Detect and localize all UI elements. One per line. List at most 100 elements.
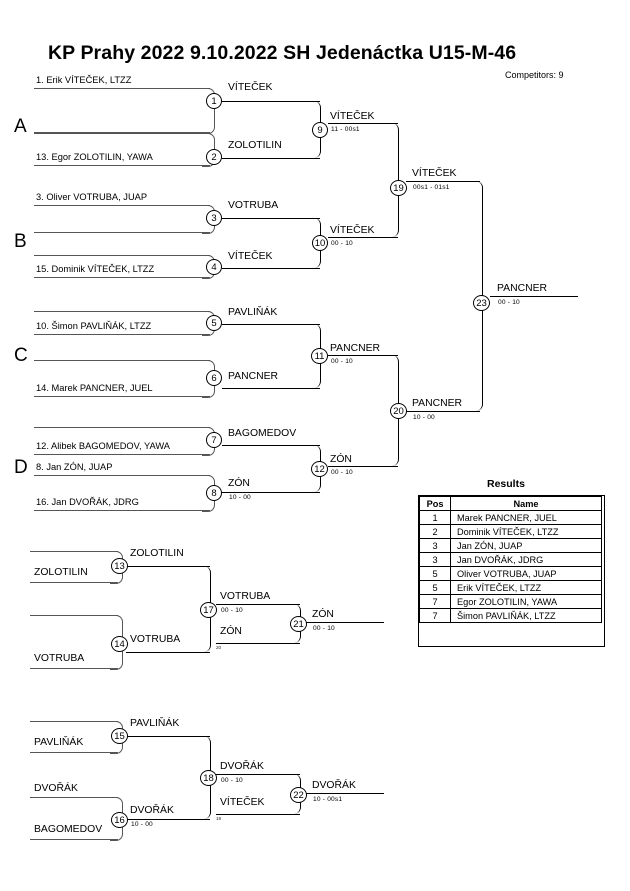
match-score: 10 - 00 [131,821,153,828]
winner-line [328,355,398,357]
entrant-underline [34,396,210,398]
match-winner: ZÓN [330,454,352,465]
results-title: Results [487,478,525,490]
column-header-name: Name [450,496,602,511]
match-number: 12 [311,461,328,477]
match-number: 18 [200,770,217,786]
match-score: 00 - 10 [331,469,353,476]
match-winner: BAGOMEDOV [228,428,297,439]
entrant-label: 13. Egor ZOLOTILIN, YAWA [36,152,153,162]
repechage-slot-line [30,582,118,584]
group-letter-b: B [14,231,27,252]
match-winner: ZOLOTILIN [228,140,282,151]
repechage-slot-line [30,668,118,670]
match-score: 10 - 00s1 [313,796,343,803]
result-name: Egor ZOLOTILIN, YAWA [450,594,602,609]
entrant-underline [34,510,210,512]
match-score: 00 - 10 [331,358,353,365]
match-winner: PAVLIŇÁK [228,307,278,318]
table-row: 3 Jan ZÓN, JUAP [418,538,602,553]
winner-line [216,774,300,776]
match-winner: ZÓN [228,478,250,489]
repechage-slot-line [30,752,118,754]
winner-line [328,237,398,239]
winner-line [126,736,210,738]
match-number: 6 [206,370,222,386]
match-number: 23 [473,295,490,311]
result-position: 5 [418,566,452,581]
repechage-dropin-source: 20 [216,645,222,650]
match-number: 22 [290,787,307,803]
entrant-underline [34,360,210,362]
repechage-slot-line [30,615,118,617]
match-score: 00 - 10 [331,240,353,247]
match-winner: VÍTEČEK [228,251,273,262]
match-number: 13 [111,558,128,574]
result-position: 3 [418,538,452,553]
dropin-line [216,643,300,645]
repechage-slot-line [30,839,118,841]
competitors-count: Competitors: 9 [505,70,564,80]
table-row: 1 Marek PANCNER, JUEL [418,510,602,525]
entrant-label: 1. Erik VÍTEČEK, LTZZ [36,75,132,85]
group-letter-a: A [14,116,27,137]
entrant-label: 16. Jan DVOŘÁK, JDRG [36,497,139,507]
match-winner: PANCNER [497,283,548,294]
table-header-row: Pos Name [418,496,602,511]
match-winner: DVOŘÁK [220,761,264,772]
match-winner: DVOŘÁK [312,780,356,791]
winner-line [306,793,384,795]
winner-line [126,819,210,821]
match-winner: PAVLIŇÁK [130,718,180,729]
group-letter-d: D [14,457,28,478]
entrant-label: 8. Jan ZÓN, JUAP [36,462,113,472]
result-position: 3 [418,552,452,567]
table-row: 3 Jan DVOŘÁK, JDRG [418,552,602,567]
match-number: 19 [390,180,407,196]
match-number: 9 [312,122,328,138]
entrant-underline [34,132,210,134]
table-row: 7 Egor ZOLOTILIN, YAWA [418,594,602,609]
winner-line [126,652,210,654]
match-number: 1 [206,93,222,109]
match-winner: VOTRUBA [228,200,279,211]
winner-line [222,445,320,447]
match-winner: VÍTEČEK [228,82,273,93]
result-position: 2 [418,524,452,539]
entrant-underline [34,232,210,234]
winner-line [328,123,398,125]
match-winner: VOTRUBA [220,591,271,602]
entrant-underline [34,427,210,429]
match-number: 7 [206,432,222,448]
match-score: 00 - 10 [498,299,520,306]
match-number: 10 [312,235,328,251]
entrant-label: 3. Oliver VOTRUBA, JUAP [36,192,148,202]
match-winner: ZOLOTILIN [130,548,184,559]
result-name: Jan ZÓN, JUAP [450,538,602,553]
repechage-slot-label: BAGOMEDOV [34,824,103,835]
repechage-slot-label: ZOLOTILIN [34,567,88,578]
entrant-underline [34,475,210,477]
match-score: 00s1 - 01s1 [413,184,450,191]
entrant-label: 14. Marek PANCNER, JUEL [36,383,153,393]
entrant-underline [34,255,210,257]
match-winner: VOTRUBA [130,634,181,645]
entrant-underline [34,165,210,167]
winner-line [222,324,320,326]
match-number: 3 [206,210,222,226]
result-position: 7 [418,594,452,609]
entrant-underline [34,454,210,456]
winner-line [406,181,480,183]
repechage-slot-line [30,551,118,553]
group-letter-c: C [14,345,28,366]
table-row: 5 Erik VÍTEČEK, LTZZ [418,580,602,595]
match-score: 11 - 00s1 [331,126,360,133]
table-row: 5 Oliver VOTRUBA, JUAP [418,566,602,581]
match-score: 00 - 10 [313,625,335,632]
repechage-slot-line [30,797,118,799]
match-number: 2 [206,149,222,165]
match-winner: VÍTEČEK [330,111,375,122]
match-winner: PANCNER [412,398,463,409]
repechage-dropin-label: VÍTEČEK [220,797,265,808]
result-name: Šimon PAVLIŇÁK, LTZZ [450,608,602,623]
